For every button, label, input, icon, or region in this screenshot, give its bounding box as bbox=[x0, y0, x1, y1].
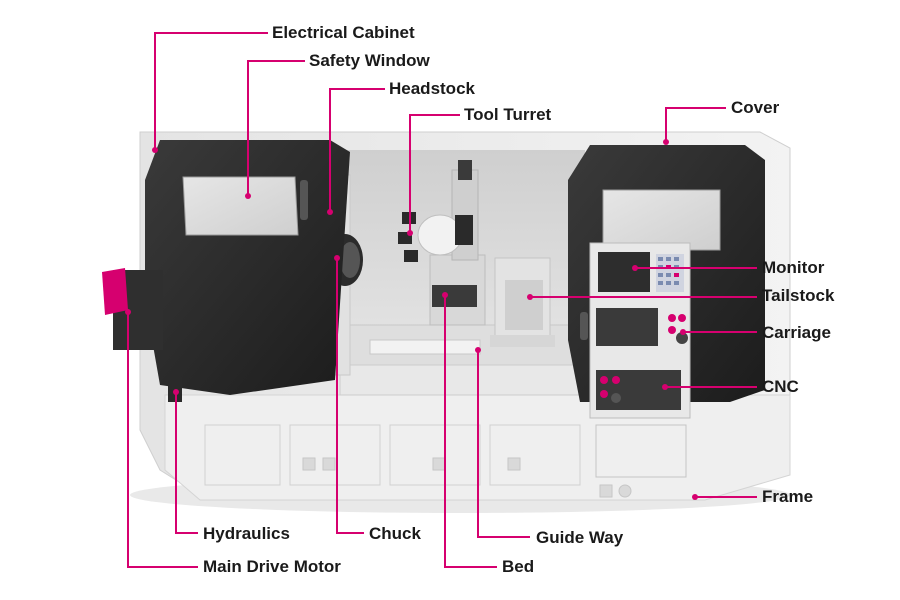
guide-way-rail bbox=[369, 339, 481, 355]
turret-top bbox=[458, 160, 472, 180]
label-frame: Frame bbox=[762, 487, 814, 506]
label-headstock: Headstock bbox=[389, 79, 475, 98]
label-monitor: Monitor bbox=[762, 258, 825, 277]
label-main-drive-motor: Main Drive Motor bbox=[203, 557, 341, 576]
safety-window-glass bbox=[182, 176, 299, 236]
chuck-face bbox=[340, 242, 360, 278]
label-carriage: Carriage bbox=[762, 323, 831, 342]
base-slots bbox=[302, 457, 632, 498]
cnc-monitor-screen bbox=[598, 252, 650, 292]
label-tool-turret: Tool Turret bbox=[464, 105, 552, 124]
cnc-keypad-bottom bbox=[596, 370, 681, 410]
label-tailstock: Tailstock bbox=[762, 286, 835, 305]
cnc-lower-buttons bbox=[600, 376, 621, 403]
right-door-handle bbox=[580, 312, 588, 340]
label-electrical-cabinet: Electrical Cabinet bbox=[272, 23, 415, 42]
label-chuck: Chuck bbox=[369, 524, 421, 543]
label-cover: Cover bbox=[731, 98, 780, 117]
base-panels bbox=[204, 424, 581, 486]
bed-front bbox=[339, 364, 581, 396]
label-cnc: CNC bbox=[762, 377, 799, 396]
label-safety-window: Safety Window bbox=[309, 51, 430, 70]
cnc-buttons bbox=[668, 314, 688, 344]
tailstock-face bbox=[505, 280, 543, 330]
carriage-block bbox=[432, 285, 477, 307]
right-window-glass bbox=[602, 189, 721, 251]
cnc-keypad-top bbox=[596, 308, 658, 346]
leader-dots bbox=[125, 139, 698, 500]
cnc-cabinet-opening bbox=[595, 424, 687, 478]
door-handle bbox=[300, 180, 308, 220]
monitor-keys bbox=[656, 254, 684, 292]
motor-accent-cap bbox=[102, 268, 128, 315]
tailstock-base bbox=[490, 335, 555, 347]
leader-lines bbox=[127, 32, 757, 568]
label-bed: Bed bbox=[502, 557, 535, 576]
label-guide-way: Guide Way bbox=[536, 528, 624, 547]
label-hydraulics: Hydraulics bbox=[203, 524, 290, 543]
